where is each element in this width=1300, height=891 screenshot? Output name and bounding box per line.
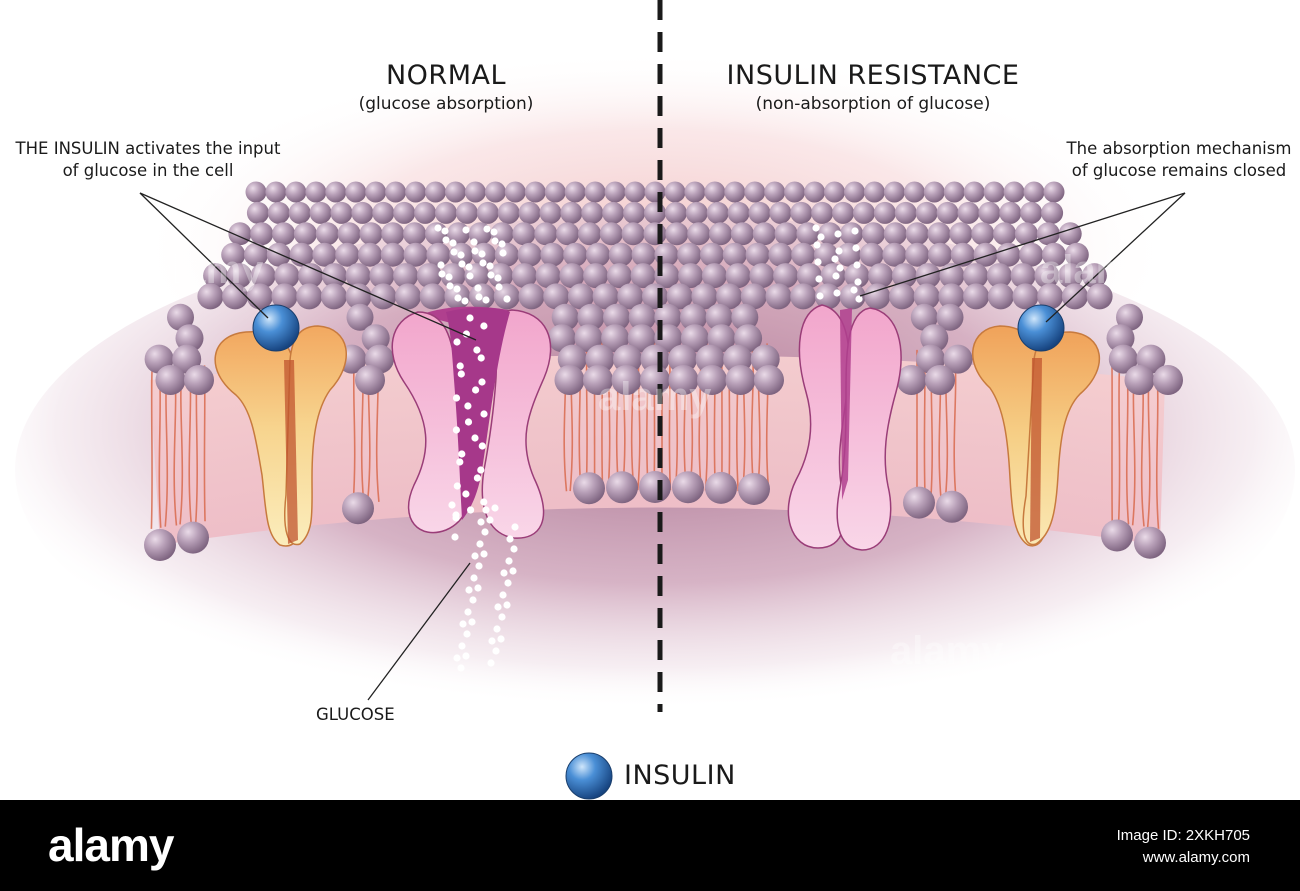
glucose-channel-open: [391, 306, 552, 539]
svg-text:alamy: alamy: [1040, 248, 1154, 292]
alamy-logo: alamy: [48, 819, 174, 871]
resistance-note-line-2: of glucose remains closed: [1071, 161, 1287, 180]
normal-title: NORMAL: [385, 60, 507, 91]
glucose-channel-closed: [787, 304, 902, 551]
resistance-note: The absorption mechanism of glucose rema…: [1058, 138, 1300, 182]
glucose-label: GLUCOSE: [316, 705, 395, 724]
image-id: Image ID: 2XKH705: [1116, 827, 1250, 844]
insulin-receptor-normal: [214, 325, 347, 547]
insulin-receptor-resistance: [972, 325, 1101, 547]
normal-note-line-2: of glucose in the cell: [62, 161, 234, 180]
glucose-particles: [434, 224, 863, 672]
insulin-molecule-icon: [565, 752, 613, 800]
diagram-area: alamy alamy alamy alamy NORMAL (glucose …: [0, 0, 1300, 800]
svg-text:alamy: alamy: [598, 375, 712, 419]
resistance-title: INSULIN RESISTANCE: [726, 60, 1020, 91]
insulin-molecule-bound-normal: [252, 304, 300, 352]
svg-text:alamy: alamy: [150, 248, 264, 292]
normal-subtitle: (glucose absorption): [358, 94, 534, 114]
membrane-illustration: alamy alamy alamy alamy: [15, 0, 1295, 725]
normal-note: THE INSULIN activates the input of gluco…: [0, 138, 296, 182]
leader-lines: [139, 192, 1186, 701]
resistance-subtitle: (non-absorption of glucose): [755, 94, 991, 114]
site-url: www.alamy.com: [1142, 849, 1250, 866]
normal-note-line-1: THE INSULIN activates the input: [15, 139, 281, 158]
watermark-footer: alamy Image ID: 2XKH705 www.alamy.com: [0, 800, 1300, 891]
lipid-heads-top-layer: [144, 181, 1183, 395]
svg-text:alamy: alamy: [890, 629, 1004, 673]
resistance-note-line-1: The absorption mechanism: [1066, 139, 1292, 158]
legend: INSULIN: [564, 752, 764, 800]
lipid-heads-bottom-layer: [144, 471, 1166, 561]
legend-label: INSULIN: [624, 760, 736, 791]
watermark-overlay: alamy alamy alamy alamy: [150, 248, 1154, 673]
